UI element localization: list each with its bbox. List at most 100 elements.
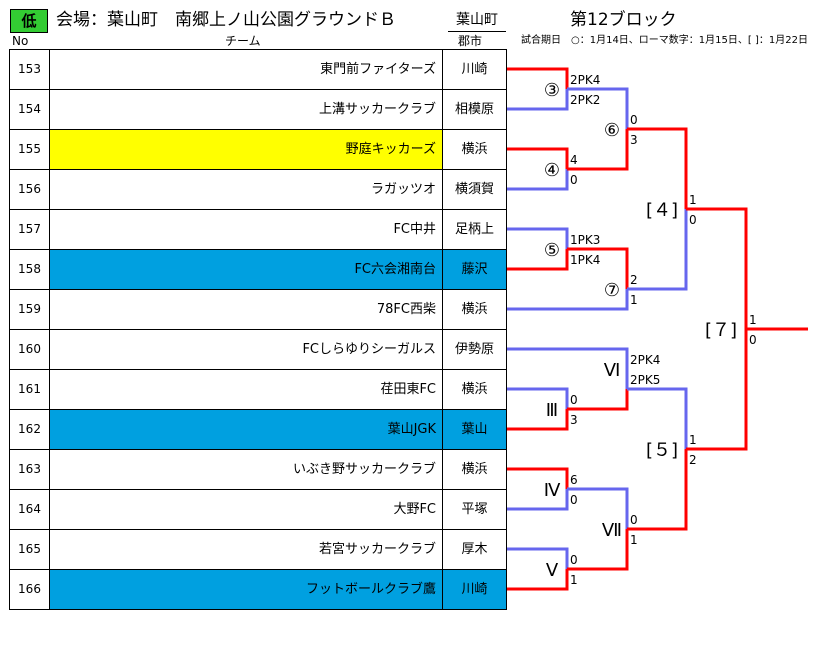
bracket-line	[507, 387, 569, 409]
bracket-line	[507, 489, 569, 511]
bracket-line	[627, 387, 688, 449]
match-label: [４]	[646, 200, 678, 221]
bracket-line	[507, 289, 629, 311]
bracket-line	[627, 449, 688, 531]
team-name: ラガッツオ	[50, 170, 443, 209]
score: 2PK4	[570, 73, 600, 87]
bracket-line	[507, 547, 569, 569]
team-city: 平塚	[443, 490, 506, 529]
bracket-line	[507, 467, 569, 489]
match-label: ⑦	[604, 280, 620, 301]
score: 0	[630, 513, 638, 527]
team-number: 161	[10, 370, 50, 409]
score: 3	[630, 133, 638, 147]
score: 6	[570, 473, 578, 487]
team-number: 160	[10, 330, 50, 369]
bracket-line	[507, 227, 569, 249]
team-city: 足柄上	[443, 210, 506, 249]
bracket-line	[567, 487, 629, 529]
score: 2	[689, 453, 697, 467]
team-number: 159	[10, 290, 50, 329]
team-city: 藤沢	[443, 250, 506, 289]
score: 2PK4	[630, 353, 660, 367]
bracket-line	[507, 347, 629, 389]
team-city: 川崎	[443, 570, 506, 609]
col-header-no: No	[12, 34, 29, 48]
bracket-line	[507, 89, 569, 111]
col-header-team: チーム	[225, 34, 261, 48]
bracket-line	[686, 207, 748, 329]
team-city: 横浜	[443, 290, 506, 329]
team-number: 155	[10, 130, 50, 169]
col-header-city: 郡市	[458, 34, 483, 48]
bracket-line	[507, 569, 569, 591]
team-name: 上溝サッカークラブ	[50, 90, 443, 129]
bracket-line	[567, 129, 629, 171]
team-name: 荏田東FC	[50, 370, 443, 409]
match-label: Ⅴ	[546, 560, 559, 581]
match-label: ⑤	[544, 240, 560, 261]
team-number: 162	[10, 410, 50, 449]
score: 1PK3	[570, 233, 600, 247]
score: 1	[570, 573, 578, 587]
match-label: ④	[544, 160, 560, 181]
team-city: 横須賀	[443, 170, 506, 209]
bracket-line	[567, 529, 629, 571]
bracket-line	[507, 147, 569, 169]
bracket-line	[567, 389, 629, 411]
score: 0	[570, 493, 578, 507]
match-label: Ⅳ	[544, 480, 561, 501]
team-name: 78FC西柴	[50, 290, 443, 329]
team-name: 東門前ファイターズ	[50, 50, 443, 89]
team-name: FC中井	[50, 210, 443, 249]
bracket-line	[627, 127, 688, 209]
match-label: [５]	[646, 440, 678, 461]
score: 1	[689, 433, 697, 447]
bracket-line	[507, 409, 569, 431]
block-title: 第12ブロック	[570, 10, 677, 30]
score: 0	[570, 553, 578, 567]
team-city: 横浜	[443, 130, 506, 169]
score: 2PK5	[630, 373, 660, 387]
team-city: 川崎	[443, 50, 506, 89]
score: 1	[749, 313, 757, 327]
score: 2	[630, 273, 638, 287]
team-number: 164	[10, 490, 50, 529]
match-label: ⑥	[604, 120, 620, 141]
score: 0	[570, 393, 578, 407]
score: 0	[689, 213, 697, 227]
score: 1	[689, 193, 697, 207]
team-city: 横浜	[443, 370, 506, 409]
team-number: 165	[10, 530, 50, 569]
team-name: いぶき野サッカークラブ	[50, 450, 443, 489]
bracket-line	[567, 247, 629, 289]
team-city: 葉山	[443, 410, 506, 449]
match-label: Ⅵ	[604, 360, 621, 381]
match-label: ③	[544, 80, 560, 101]
team-name: FC六会湘南台	[50, 250, 443, 289]
score: 2PK2	[570, 93, 600, 107]
team-number: 166	[10, 570, 50, 609]
bracket-line	[507, 249, 569, 271]
town-label: 葉山町	[448, 9, 506, 32]
bracket-line	[567, 87, 629, 129]
venue-title: 会場：葉山町 南郷上ノ山公園グラウンドＢ	[56, 10, 396, 30]
bracket-line	[507, 67, 569, 89]
schedule-note: 試合期日 ○：1月14日、ローマ数字：1月15日、[ ]：1月22日	[521, 35, 808, 46]
score: 1PK4	[570, 253, 600, 267]
score: 0	[570, 173, 578, 187]
team-number: 156	[10, 170, 50, 209]
team-number: 163	[10, 450, 50, 489]
